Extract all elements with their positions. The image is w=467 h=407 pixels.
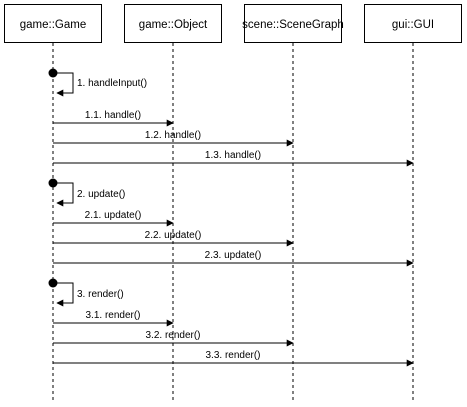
participant-scene-label: scene::SceneGraph (242, 19, 344, 31)
participant-scene[interactable]: scene::SceneGraph (242, 4, 344, 43)
message-1-1[interactable]: 1.1. handle() (53, 110, 174, 127)
message-1-1-label: 1.1. handle() (85, 110, 141, 121)
participant-game[interactable]: game::Game (4, 4, 102, 43)
participant-object[interactable]: game::Object (124, 4, 222, 43)
message-2-2-label: 2.2. update() (145, 230, 202, 241)
message-2-2[interactable]: 2.2. update() (53, 230, 294, 247)
message-1-2[interactable]: 1.2. handle() (53, 130, 294, 147)
message-3-3-label: 3.3. render() (205, 350, 260, 361)
self-call-2[interactable]: 2. update() (48, 178, 126, 207)
message-3-1-label: 3.1. render() (85, 310, 140, 321)
participant-game-label: game::Game (20, 19, 86, 31)
message-3-3[interactable]: 3.3. render() (53, 350, 414, 367)
participant-object-label: game::Object (139, 19, 208, 31)
message-3-1[interactable]: 3.1. render() (53, 310, 174, 327)
self-call-2-label: 2. update() (77, 189, 125, 200)
message-2-3[interactable]: 2.3. update() (53, 250, 414, 267)
participant-gui[interactable]: gui::GUI (364, 4, 462, 43)
self-call-1-label: 1. handleInput() (77, 78, 147, 89)
message-2-1[interactable]: 2.1. update() (53, 210, 174, 227)
self-call-1[interactable]: 1. handleInput() (48, 68, 148, 97)
message-3-2-label: 3.2. render() (145, 330, 200, 341)
self-call-3[interactable]: 3. render() (48, 278, 124, 307)
participant-gui-label: gui::GUI (392, 19, 434, 31)
message-2-1-label: 2.1. update() (85, 210, 142, 221)
message-1-2-label: 1.2. handle() (145, 130, 201, 141)
message-3-2[interactable]: 3.2. render() (53, 330, 294, 347)
self-call-3-label: 3. render() (77, 289, 124, 300)
message-1-3[interactable]: 1.3. handle() (53, 150, 414, 167)
message-1-3-label: 1.3. handle() (205, 150, 261, 161)
message-2-3-label: 2.3. update() (205, 250, 262, 261)
